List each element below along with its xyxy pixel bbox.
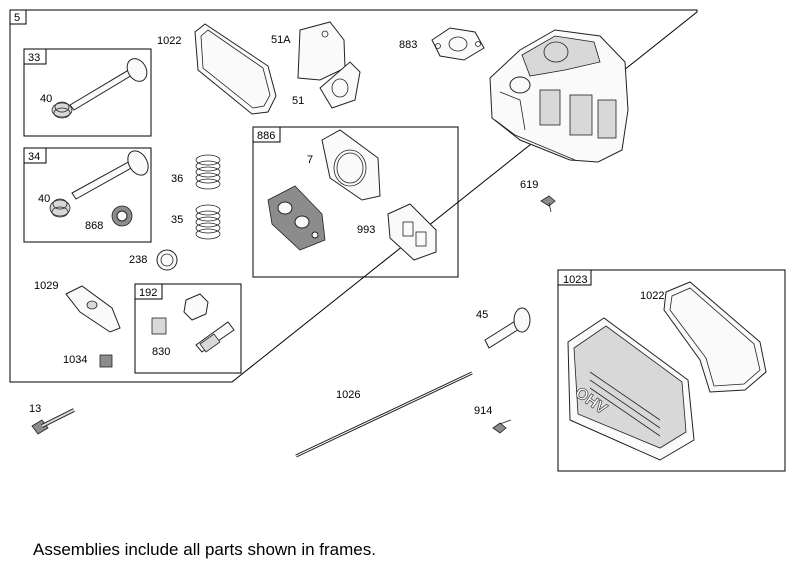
gasket-883 (431, 27, 485, 61)
callout-868: 868 (85, 220, 103, 232)
callout-1022-a: 1022 (157, 35, 181, 47)
gasket-993 (387, 203, 437, 261)
valve-part (49, 150, 149, 227)
callout-883: 883 (399, 39, 417, 51)
rocker-stud-part (151, 293, 235, 353)
callout-1034: 1034 (63, 354, 87, 366)
callout-914: 914 (474, 405, 492, 417)
callout-192: 192 (139, 287, 157, 299)
valve-part (51, 58, 148, 119)
callout-238: 238 (129, 254, 147, 266)
frame-886 (252, 126, 459, 278)
intake-manifold-gasket (267, 185, 326, 251)
valve-cover-gasket (194, 23, 277, 115)
valve-cover-gasket-1022 (663, 281, 767, 393)
callout-34: 34 (28, 151, 40, 163)
valve-spring-35 (195, 204, 221, 240)
footer-note: Assemblies include all parts shown in fr… (33, 540, 376, 559)
callout-13: 13 (29, 403, 41, 415)
frame-33-tag (23, 48, 47, 65)
rocker-arm-1029 (65, 285, 121, 333)
valve-spring-36 (195, 154, 221, 190)
bolt-13 (31, 408, 75, 435)
valve-cover-ohv (567, 317, 695, 461)
frame-1023-tag (557, 269, 592, 286)
frame-assembly-5 (9, 9, 698, 383)
frame-5-tag (9, 9, 27, 25)
screw-619 (540, 195, 556, 213)
frame-1023 (557, 269, 786, 472)
cylinder-head (489, 29, 629, 163)
callout-51: 51 (292, 95, 304, 107)
callout-619: 619 (520, 179, 538, 191)
frame-192 (134, 283, 242, 374)
frame-886-tag (252, 126, 281, 143)
callout-1029: 1029 (34, 280, 58, 292)
plug-238 (156, 249, 178, 271)
callout-993: 993 (357, 224, 375, 236)
callout-830: 830 (152, 346, 170, 358)
callout-36: 36 (171, 173, 183, 185)
callout-1026: 1026 (336, 389, 360, 401)
push-rod-1026 (295, 371, 473, 458)
screw-914 (492, 419, 512, 434)
frame-34 (23, 147, 152, 243)
callout-5: 5 (14, 12, 20, 24)
frame-192-tag (134, 283, 163, 300)
gasket-51 (319, 61, 361, 109)
frame-34-tag (23, 147, 47, 164)
callout-40-a: 40 (40, 93, 52, 105)
plate-51a (297, 21, 346, 81)
clip-1034 (99, 354, 113, 368)
callout-51a: 51A (271, 34, 291, 46)
callout-40-b: 40 (38, 193, 50, 205)
part-45 (484, 307, 531, 349)
callout-1023: 1023 (563, 274, 587, 286)
callout-886: 886 (257, 130, 275, 142)
callout-1022-b: 1022 (640, 290, 664, 302)
callout-45: 45 (476, 309, 488, 321)
head-gasket-7 (321, 129, 381, 201)
frame-33 (23, 48, 152, 137)
callout-7: 7 (307, 154, 313, 166)
callout-35: 35 (171, 214, 183, 226)
callout-33: 33 (28, 52, 40, 64)
